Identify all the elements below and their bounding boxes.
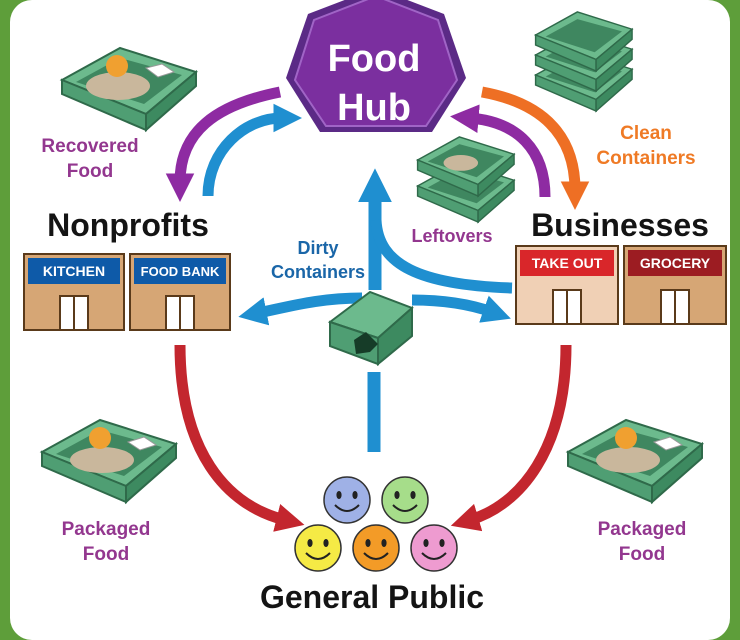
flow-arrows [165,86,590,532]
packaged-food-right-2: Food [619,544,665,565]
clean-containers-label-1: Clean [620,123,672,144]
face-yellow-icon [294,524,342,572]
businesses-title: Businesses [531,207,709,243]
arrow-dirty-to-nonprofits [238,292,363,326]
arrow-dirty-to-businesses [411,294,511,323]
arrow-businesses-to-public [450,344,572,532]
recovered-food-label-2: Food [67,161,113,182]
building-kitchen: KITCHEN [23,253,125,331]
diagram-labels: Nonprofits Businesses General Public Rec… [41,123,709,610]
face-pink-icon [410,524,458,572]
leftovers-label: Leftovers [411,226,492,246]
grocery-sign: GROCERY [640,255,711,271]
take-out-sign: TAKE OUT [532,255,603,271]
hub-title-line2: Hub [337,87,411,129]
arrow-nonprofits-to-public [174,344,305,532]
building-take-out: TAKE OUT [515,245,619,325]
food-bank-sign: FOOD BANK [141,264,220,279]
food-hub-diagram: Food Hub [10,0,730,640]
dirty-containers-label-1: Dirty [297,238,338,258]
leftovers-containers [416,136,515,223]
clean-containers-stack [534,11,633,112]
diagram-canvas: Food Hub [23,0,727,610]
nonprofits-title: Nonprofits [47,207,209,243]
kitchen-sign: KITCHEN [43,263,105,279]
packaged-food-tray-right [567,419,703,503]
recovered-food-tray [61,47,197,131]
dirty-clamshell-container [327,290,414,367]
packaged-food-right-1: Packaged [598,519,687,540]
building-grocery: GROCERY [623,245,727,325]
face-orange-icon [352,524,400,572]
arrow-hub-to-businesses [481,86,590,211]
arrow-businesses-to-hub [450,104,551,198]
packaged-food-left-2: Food [83,544,129,565]
arrow-businesses-dirty [370,219,513,294]
hub-heptagon-inner [293,0,459,127]
clean-containers-label-2: Containers [596,148,695,169]
recovered-food-label-1: Recovered [41,136,138,157]
face-green-icon [381,476,429,524]
public-title: General Public [260,579,484,610]
packaged-food-left-1: Packaged [62,519,151,540]
food-hub-node: Food Hub [286,0,466,132]
hub-title-line1: Food [328,38,421,80]
arrow-nonprofits-to-hub [202,103,303,197]
dirty-containers-label-2: Containers [271,262,365,282]
face-blue-icon [323,476,371,524]
building-food-bank: FOOD BANK [129,253,231,331]
arrow-hub-to-nonprofits [165,86,282,203]
public-faces [294,476,458,572]
packaged-food-tray-left [41,419,177,503]
